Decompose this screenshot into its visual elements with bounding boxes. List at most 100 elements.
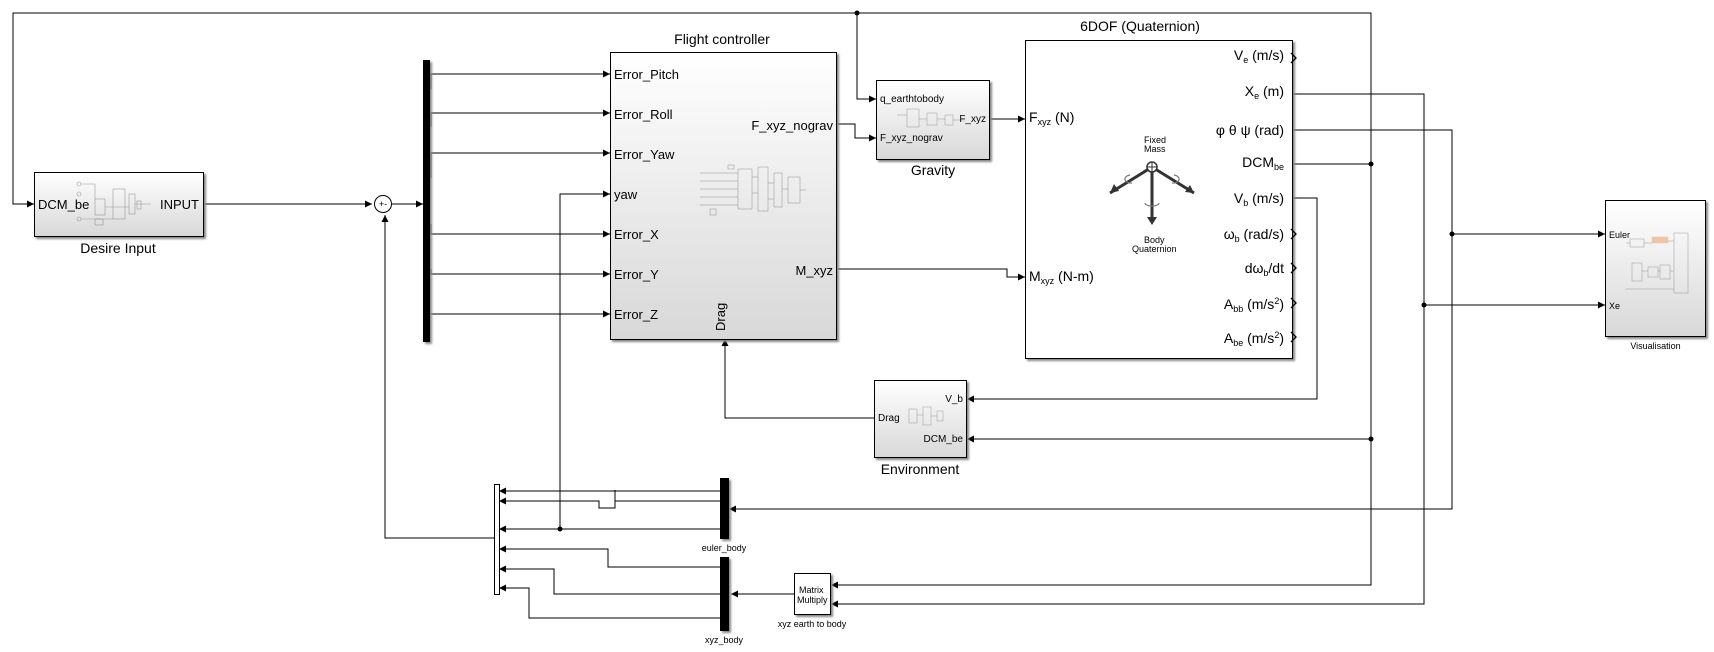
junction-dot [557,526,563,532]
desire-input-caption: Desire Input [80,240,156,256]
wire-mxyz-to-6dof [836,268,1025,281]
label-sub: be [1273,162,1284,172]
desire-input-block[interactable]: DCM_be INPUT [34,172,204,237]
junction-dot [1449,231,1455,237]
junction-dot [1368,436,1374,442]
label-main: M [1029,268,1041,284]
label-main: ω [1223,226,1235,242]
chevron-right-icon [1290,297,1297,309]
label-unit: /dt [1268,260,1284,276]
euler-body-bus[interactable] [720,478,729,539]
wire-q-to-gravity [856,13,876,103]
label-close: ) [1279,296,1284,312]
wire-error-pitch [430,70,610,89]
label-main: X [1244,83,1255,99]
input-error-yaw: Error_Yaw [614,147,675,162]
desire-in-label: DCM_be [38,197,90,212]
visualisation-block[interactable]: Euler Xe [1605,200,1706,337]
subsystem-thumbnail-icon [897,108,965,128]
input-error-x: Error_X [614,227,659,242]
subsystem-thumbnail-icon [700,164,806,216]
wire-euler-out [1293,129,1605,238]
label-sub: xyz [1037,117,1052,127]
environment-caption: Environment [880,461,960,477]
gravity-block[interactable]: q_earthtobody F_xyz_nograv F_xyz [876,80,990,160]
feedback-mux[interactable] [494,484,500,595]
xyz-body-caption: xyz_body [704,635,744,645]
out-xe: Xe (m) [1245,84,1284,104]
sixdof-block[interactable]: Fxyz (N) Mxyz (N-m) Fixed Mass Body Quat… [1025,40,1297,359]
out-dcm: DCMbe [1242,155,1284,175]
label-main: V [1233,47,1244,63]
icon-fixed: Fixed [1144,135,1167,145]
label-unit: (rad/s) [1239,226,1284,242]
vis-in-euler: Euler [1609,230,1631,240]
sixdof-in-moment: Mxyz (N-m) [1029,269,1094,289]
label-sub: e [1243,55,1249,65]
vis-in-xe: Xe [1609,301,1621,311]
icon-quaternion: Quaternion [1132,244,1177,254]
label-sub: xyz [1040,276,1055,286]
input-drag: Drag [713,302,728,331]
label-sub: b [1263,268,1269,278]
error-demux-bar[interactable] [423,60,430,342]
label-unit: (m) [1259,83,1284,99]
env-out-drag: Drag [878,413,900,424]
label-sup: 2 [1274,330,1280,340]
wire-dcm-to-desire [12,12,1372,208]
label-main: V [1233,190,1244,206]
flight-controller-block[interactable]: Error_Pitch Error_Roll Error_Yaw yaw Err… [610,52,837,340]
gravity-in-f: F_xyz_nograv [880,133,943,144]
gravity-in-q: q_earthtobody [880,94,944,105]
out-dwb: dωb/dt [1245,261,1284,281]
junction-dot [854,10,860,16]
env-in-vb: V_b [945,394,963,405]
out-abb: Abb (m/s2) [1224,294,1284,317]
unconnected-port-markers [1290,52,1297,343]
flight-controller-title: Flight controller [674,31,770,47]
label-close: ) [1279,330,1284,346]
environment-block[interactable]: V_b DCM_be Drag [874,380,967,458]
label-sup: 2 [1274,296,1280,306]
input-error-z: Error_Z [614,307,659,322]
wire-xe-out [1293,93,1605,309]
input-error-y: Error_Y [614,267,659,282]
wire-xb-3 [499,584,720,619]
label-sub: be [1233,338,1244,348]
euler-body-caption: euler_body [701,543,747,553]
out-abe: Abe (m/s2) [1224,328,1284,351]
label-sub: e [1254,91,1260,101]
input-error-pitch: Error_Pitch [614,67,680,82]
xyz-body-bus[interactable] [720,557,729,631]
chevron-right-icon [1290,262,1297,274]
label-sub: b [1234,234,1240,244]
wire-xb-2 [499,565,720,595]
sum-block[interactable]: +- [374,195,392,213]
matrix-multiply-block[interactable]: Matrix Multiply [794,573,831,615]
label-sub: bb [1233,304,1244,314]
rigid-body-axes-icon [1109,161,1195,225]
label-unit: (m/s) [1248,190,1284,206]
wire-mux-to-sum [381,215,494,539]
sixdof-in-force: Fxyz (N) [1029,110,1074,130]
wire-error-x [430,224,610,238]
icon-body: Body [1144,235,1165,245]
sum-signs: +- [378,199,388,209]
chevron-right-icon [1290,331,1297,343]
label-unit: (m/s) [1248,47,1284,63]
wire-eb-2 [499,490,720,508]
wire-xe-to-matrix [831,305,1425,608]
chevron-right-icon [1290,52,1297,64]
icon-mass: Mass [1144,144,1166,154]
input-error-roll: Error_Roll [614,107,673,122]
sixdof-title: 6DOF (Quaternion) [1080,18,1200,34]
out-euler: φ θ ψ (rad) [1215,122,1284,138]
label-main: F [1029,109,1038,125]
label-main: DCM [1242,154,1274,170]
gravity-caption: Gravity [910,162,956,178]
label-main: A [1223,296,1234,312]
label-unit: (N-m) [1054,268,1094,284]
chevron-right-icon [1290,228,1297,240]
